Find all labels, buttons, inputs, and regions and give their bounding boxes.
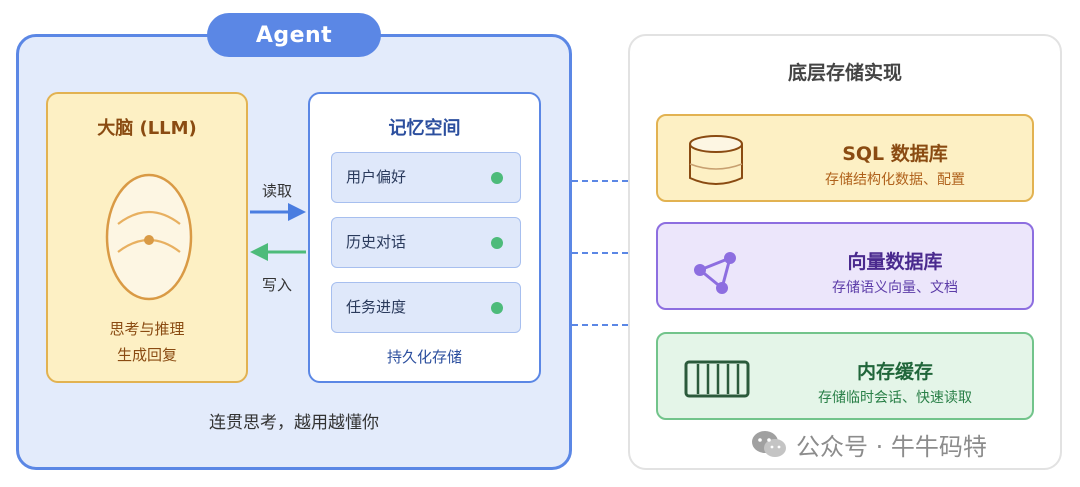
memory-item-label: 历史对话 bbox=[346, 233, 407, 251]
sql-database-card: SQL 数据库 存储结构化数据、配置 bbox=[656, 114, 1034, 202]
vector-database-card: 向量数据库 存储语义向量、文档 bbox=[656, 222, 1034, 310]
status-dot-icon bbox=[491, 172, 503, 184]
connector-line bbox=[572, 180, 628, 182]
store-desc: 存储临时会话、快速读取 bbox=[818, 390, 972, 406]
store-desc: 存储语义向量、文档 bbox=[832, 280, 958, 296]
connector-line bbox=[572, 324, 628, 326]
watermark: 公众号 · 牛牛码特 bbox=[750, 428, 987, 461]
brain-icon bbox=[105, 173, 193, 301]
database-icon bbox=[689, 135, 743, 185]
store-name: SQL 数据库 bbox=[842, 143, 948, 165]
memory-footer: 持久化存储 bbox=[386, 348, 462, 366]
wechat-icon bbox=[752, 431, 786, 457]
status-dot-icon bbox=[491, 302, 503, 314]
memory-item: 任务进度 bbox=[331, 282, 521, 333]
status-dot-icon bbox=[491, 237, 503, 249]
store-name: 内存缓存 bbox=[856, 361, 933, 383]
memory-cache-card: 内存缓存 存储临时会话、快速读取 bbox=[656, 332, 1034, 420]
write-arrow-icon bbox=[250, 243, 306, 261]
agent-footer: 连贯思考，越用越懂你 bbox=[209, 413, 379, 433]
memory-item-label: 用户偏好 bbox=[346, 168, 407, 186]
connector-line bbox=[572, 252, 628, 254]
brain-caption-line1: 思考与推理 bbox=[109, 320, 185, 338]
store-name: 向量数据库 bbox=[847, 251, 943, 273]
agent-tab: Agent bbox=[207, 13, 381, 57]
memory-item-label: 任务进度 bbox=[346, 298, 407, 316]
storage-title: 底层存储实现 bbox=[787, 62, 902, 84]
memory-item: 历史对话 bbox=[331, 217, 521, 268]
memory-box: 记忆空间 用户偏好 历史对话 任务进度 持久化存储 bbox=[308, 92, 541, 383]
memory-title: 记忆空间 bbox=[388, 118, 461, 139]
store-desc: 存储结构化数据、配置 bbox=[825, 172, 965, 188]
brain-title: 大脑 (LLM) bbox=[97, 118, 197, 139]
write-label: 写入 bbox=[262, 276, 293, 294]
memory-chip-icon bbox=[684, 360, 750, 398]
brain-box: 大脑 (LLM) 思考与推理 生成回复 bbox=[46, 92, 248, 383]
read-arrow-icon bbox=[250, 203, 306, 221]
vector-graph-icon bbox=[694, 252, 736, 294]
memory-item: 用户偏好 bbox=[331, 152, 521, 203]
watermark-text: 公众号 · 牛牛码特 bbox=[796, 432, 987, 461]
brain-caption-line2: 生成回复 bbox=[116, 346, 177, 364]
read-label: 读取 bbox=[262, 182, 293, 200]
